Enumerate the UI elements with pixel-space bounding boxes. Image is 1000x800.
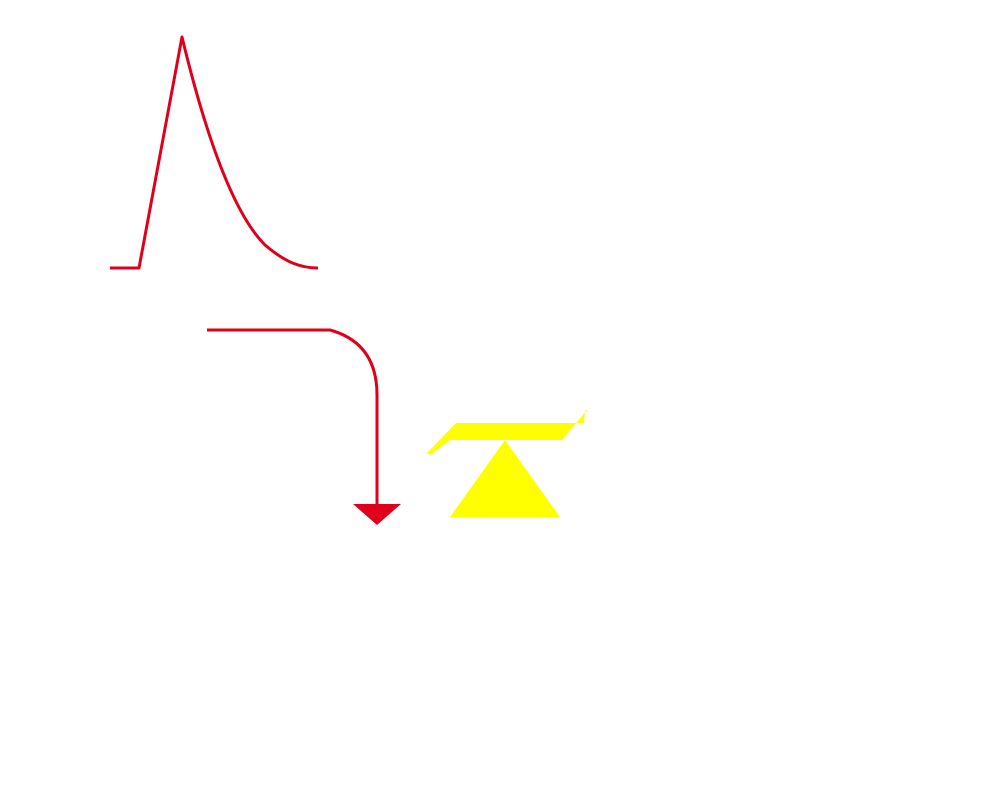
elbow-arrow-line (207, 328, 379, 505)
pulse-curve-icon (110, 35, 319, 270)
platform-bar (427, 410, 587, 455)
tilted-platform-on-triangle-icon (427, 410, 587, 517)
elbow-arrow-down-icon (353, 504, 401, 525)
support-triangle (450, 440, 560, 517)
